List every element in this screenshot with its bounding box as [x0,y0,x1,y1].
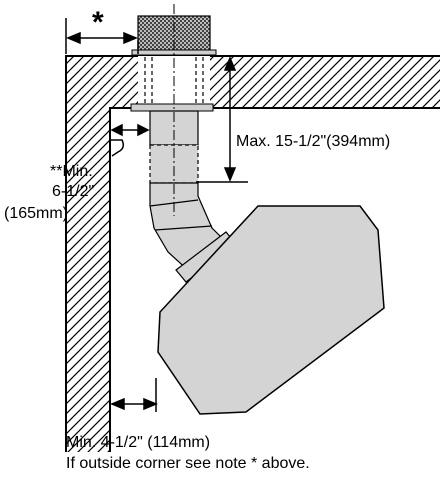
min-side-label-line2: 6-1/2" [52,183,94,200]
min-side-clearance-dimension [110,123,150,157]
corner-note-dimension [65,18,139,54]
heater-body [157,205,385,415]
min-wall-label-line2: If outside corner see note * above. [66,455,310,472]
duct-elbow [149,182,237,283]
ceiling-wall-section [65,55,440,452]
min-side-label-line1: **Min. [50,163,93,180]
min-wall-clearance-dimension [110,378,158,412]
max-offset-dimension [196,55,248,183]
min-wall-label-line1: Min. 4-1/2" (114mm) [66,434,210,451]
max-offset-label: Max. 15-1/2"(394mm) [236,133,390,150]
corner-note-mark: * [92,6,104,39]
duct-through-ceiling [144,57,204,107]
min-side-label-line3: (165mm) [4,205,68,222]
ceiling-flange [130,103,214,112]
